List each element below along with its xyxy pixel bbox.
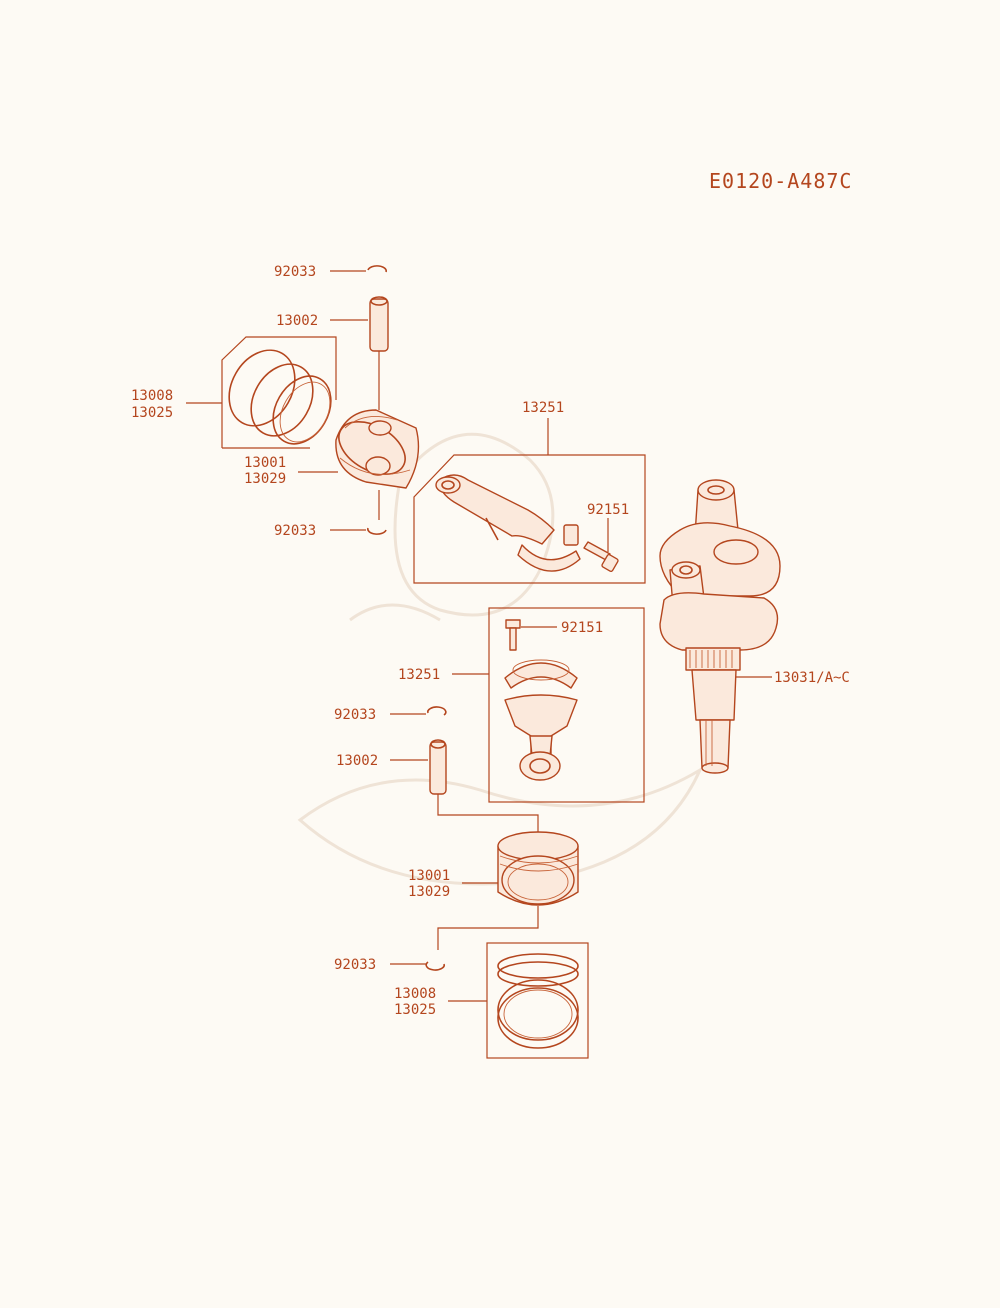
label-piston-bottom-1: 13001 [408,868,450,884]
ring-clip-bottom-b: 92033 [334,957,445,973]
label-piston-top-2: 13029 [244,471,286,487]
label-rings-top-1: 13008 [131,388,173,404]
ring-clip-bottom-a: 92033 [334,706,447,723]
label-conrod-top: 13251 [522,400,564,416]
watermark-logo [297,432,704,886]
label-piston-bottom-2: 13029 [408,884,450,900]
ring-clip-top-a: 92033 [274,264,387,280]
label-pin-top: 13002 [276,313,318,329]
label-pin-bottom: 13002 [336,753,378,769]
label-crankshaft: 13031/A~C [774,670,850,686]
label-bolt-bottom: 92151 [561,620,603,636]
label-piston-top-1: 13001 [244,455,286,471]
piston-rings-bottom: 13008 13025 [394,942,589,1059]
connecting-rod-bottom: 92151 13251 [398,607,645,803]
piston-top: 13001 13029 [244,409,420,489]
label-bolt-top: 92151 [587,502,629,518]
label-ring-clip-top-b: 92033 [274,523,316,539]
piston-pin-top: 13002 [276,296,389,410]
diagram-code: E0120-A487C [709,169,852,193]
label-rings-bottom-2: 13025 [394,1002,436,1018]
label-ring-clip-top-a: 92033 [274,264,316,280]
piston-bottom: 13001 13029 [408,831,579,950]
label-rings-top-2: 13025 [131,405,173,421]
label-ring-clip-bottom-b: 92033 [334,957,376,973]
label-ring-clip-bottom-a: 92033 [334,707,376,723]
crankshaft: 13031/A~C [659,479,850,774]
connecting-rod-top: 13251 92151 [413,400,646,584]
label-conrod-bottom: 13251 [398,667,440,683]
label-rings-bottom-1: 13008 [394,986,436,1002]
piston-pin-bottom: 13002 [336,739,539,835]
piston-rings-top: 13008 13025 [131,336,337,449]
ring-clip-top-b: 92033 [274,490,387,539]
